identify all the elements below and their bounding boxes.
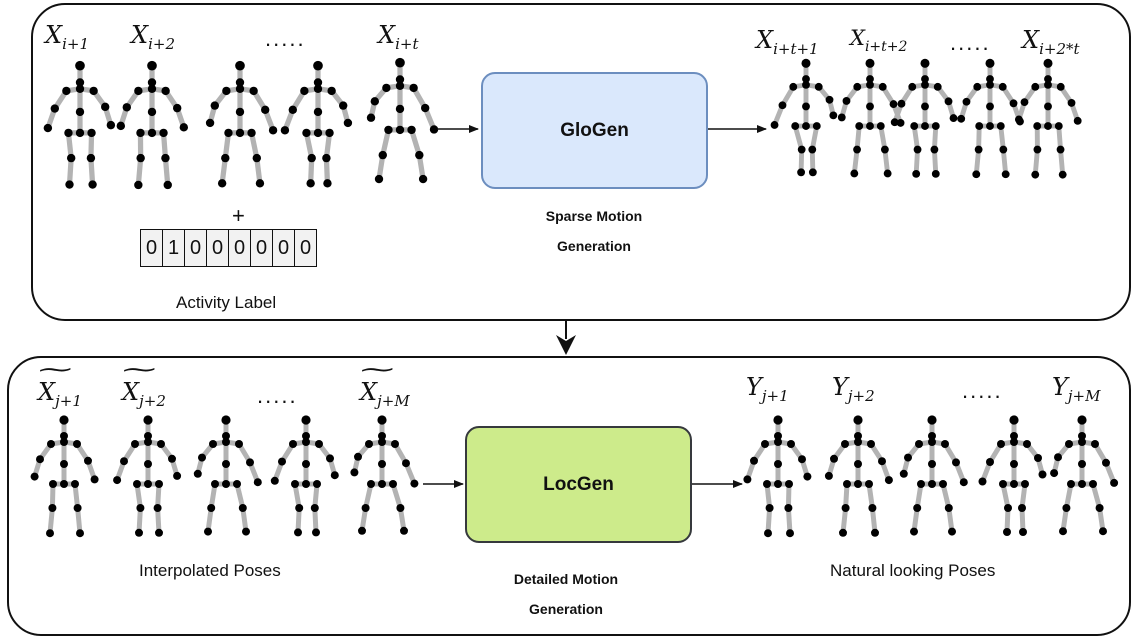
natural-looking-poses-caption: Natural looking Poses xyxy=(830,561,996,580)
sparse-motion-generation-caption: Sparse Motion Generation xyxy=(545,208,643,254)
natural-pose-label-2: Yj+2 xyxy=(832,373,875,405)
output-ellipsis: ..... xyxy=(950,30,991,55)
pose-skeleton xyxy=(837,58,905,178)
natural-ellipsis: ..... xyxy=(962,378,1003,403)
output-pose-label-3: Xi+2*t xyxy=(1022,26,1080,58)
input-pose-label-2: Xi+2 xyxy=(131,21,176,53)
pose-skeleton xyxy=(1014,58,1082,179)
interpolated-ellipsis: ..... xyxy=(257,383,298,408)
locgen-model-box: LocGen xyxy=(465,426,692,543)
input-pose-label-1: Xi+1 xyxy=(45,21,90,53)
pose-skeleton xyxy=(1050,415,1119,536)
pose-skeleton xyxy=(957,58,1024,179)
glogen-label: GloGen xyxy=(560,119,629,141)
interpolated-pose-label-3: Xj+M xyxy=(360,378,410,410)
natural-pose-label-1: Yj+1 xyxy=(746,373,789,405)
pose-skeleton xyxy=(43,60,116,189)
output-pose-label-1: Xi+t+1 xyxy=(756,26,819,58)
pose-skeleton xyxy=(193,415,262,536)
one-hot-cell: 0 xyxy=(185,230,207,266)
natural-pose-label-3: Yj+M xyxy=(1052,373,1101,405)
pose-skeleton xyxy=(824,415,893,537)
pose-skeleton xyxy=(116,60,189,190)
one-hot-cell: 1 xyxy=(163,230,185,266)
pose-skeleton xyxy=(743,415,812,538)
pose-skeleton xyxy=(890,58,958,178)
detailed-motion-generation-caption: Detailed Motion Generation xyxy=(513,571,619,617)
input-ellipsis: ..... xyxy=(265,26,306,51)
one-hot-cell: 0 xyxy=(141,230,163,266)
pose-skeleton xyxy=(205,60,278,188)
output-pose-label-2: Xi+t+2 xyxy=(850,26,908,55)
one-hot-cell: 0 xyxy=(207,230,229,266)
interpolated-pose-label-1: Xj+1 xyxy=(38,378,82,410)
input-pose-label-3: Xi+t xyxy=(378,21,419,53)
pose-skeleton xyxy=(350,415,419,535)
one-hot-cell: 0 xyxy=(251,230,273,266)
one-hot-cell: 0 xyxy=(273,230,295,266)
activity-label-caption: Activity Label xyxy=(176,293,277,312)
interpolated-pose-label-2: Xj+2 xyxy=(122,378,166,410)
pose-skeleton xyxy=(30,415,99,538)
plus-sign: + xyxy=(232,203,245,228)
one-hot-cell: 0 xyxy=(229,230,251,266)
one-hot-cell: 0 xyxy=(299,236,312,259)
pose-skeleton xyxy=(280,60,353,188)
pose-skeleton xyxy=(978,415,1047,536)
pose-skeleton xyxy=(113,415,182,537)
locgen-label: LocGen xyxy=(543,473,614,495)
interpolated-poses-caption: Interpolated Poses xyxy=(139,561,281,580)
pose-skeleton xyxy=(770,58,838,177)
pose-skeleton xyxy=(270,415,339,537)
pose-skeleton xyxy=(366,57,439,184)
pose-skeleton xyxy=(899,415,968,536)
glogen-model-box: GloGen xyxy=(481,72,708,189)
